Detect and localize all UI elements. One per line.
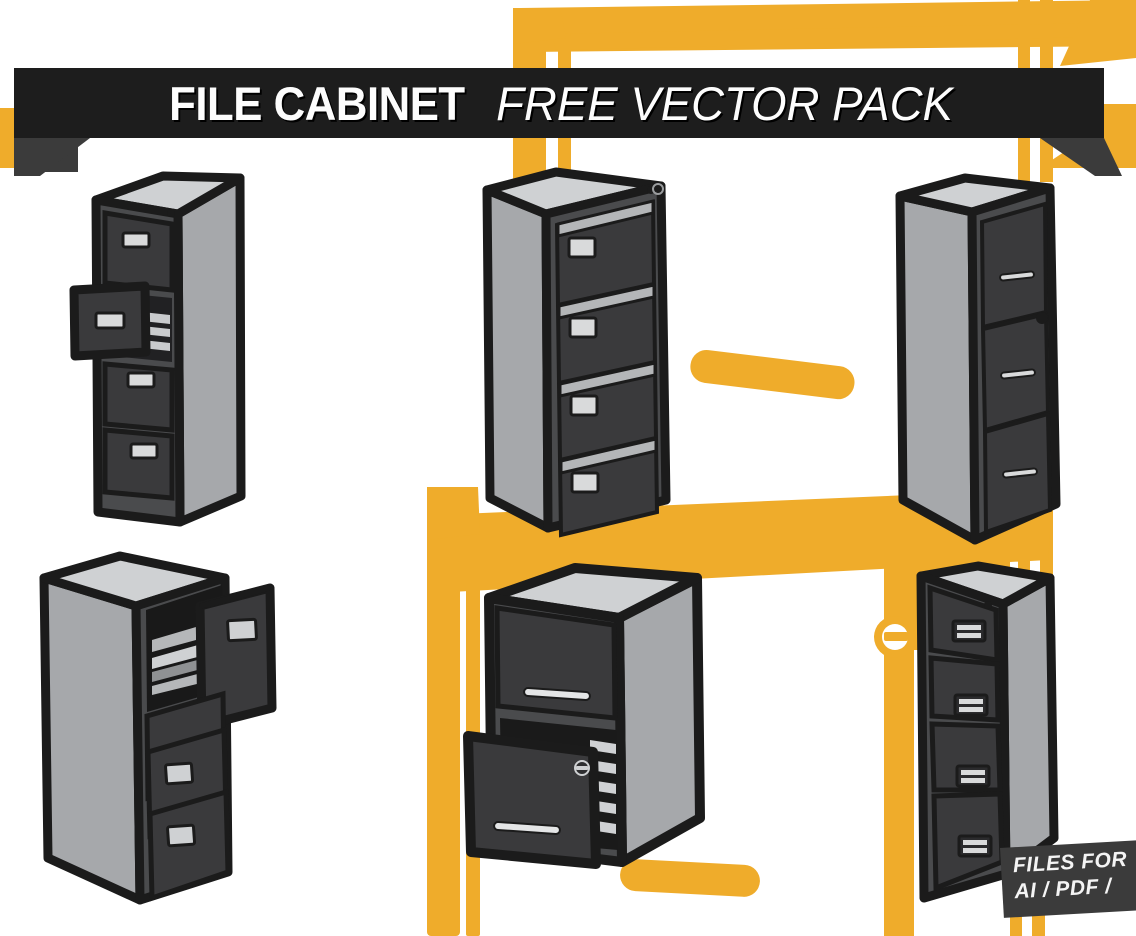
drawer-handle-plate xyxy=(957,834,993,858)
drawer-label-plate xyxy=(121,231,151,249)
banner-fold-right-shape xyxy=(1040,138,1122,176)
drawer-label-plate xyxy=(226,617,258,643)
drawer-4[interactable] xyxy=(102,427,175,501)
orange-frame-top-thin xyxy=(552,22,1136,50)
drawer-2-open[interactable] xyxy=(69,281,172,362)
orange-corner-lowerleft xyxy=(427,487,480,540)
drawer-label-plate xyxy=(126,371,156,389)
file-folders xyxy=(152,627,196,652)
drawer-1[interactable] xyxy=(927,584,1000,663)
drawer-handle-bar xyxy=(558,361,657,398)
drawer-4[interactable] xyxy=(147,788,231,902)
drawer-label-plate xyxy=(567,236,597,259)
drawer-handle-pill xyxy=(493,820,561,836)
orange-vertical-left-long xyxy=(427,487,460,936)
drawer-handle-pill xyxy=(1000,368,1036,380)
cabinet-bottom-center[interactable] xyxy=(463,563,705,869)
drawer-label-plate xyxy=(568,316,598,339)
cabinet-lock-ring xyxy=(652,183,664,195)
orange-pill-lower xyxy=(620,859,760,897)
drawer-3[interactable] xyxy=(929,721,1003,793)
drawer-label-plate xyxy=(569,394,599,417)
drawer-label-plate xyxy=(129,442,159,460)
cabinet-lock xyxy=(1036,312,1048,324)
banner-title-wrap: FILE CABINET FREE VECTOR PACK xyxy=(14,68,1104,138)
drawer-1[interactable] xyxy=(494,605,618,721)
cabinet-top-left[interactable] xyxy=(69,171,246,527)
drawer-3[interactable] xyxy=(102,361,175,433)
cabinet-bottom-left[interactable] xyxy=(39,551,277,905)
drawer-4[interactable] xyxy=(557,437,660,538)
cabinet-top-center[interactable] xyxy=(482,167,671,538)
drawer-handle-bar xyxy=(557,283,656,320)
orange-pill-upper xyxy=(690,349,855,400)
files-format-tag: FILES FOR AI / PDF / xyxy=(1000,836,1136,918)
page-title-bold: FILE CABINET xyxy=(168,76,465,130)
drawer-3[interactable] xyxy=(982,411,1053,535)
drawer-handle-plate xyxy=(951,619,987,643)
files-format-text: FILES FOR AI / PDF / xyxy=(1012,847,1129,905)
orange-frame-corner-topleft xyxy=(513,8,566,44)
files-format-line-2: AI / PDF / xyxy=(1013,874,1113,904)
drawer-1[interactable] xyxy=(102,210,175,293)
open-drawer-body xyxy=(463,731,601,869)
banner-fold-left-shape xyxy=(14,138,90,176)
drawer-handle-pill xyxy=(999,270,1035,282)
drawer-label-plate xyxy=(570,471,600,494)
drawer-handle-bar xyxy=(556,199,655,238)
cabinet-lock xyxy=(984,601,992,609)
drawer-handle-pill xyxy=(1002,467,1038,479)
drawer-label-plate xyxy=(164,761,195,786)
orange-diagonal-topright xyxy=(1060,0,1136,66)
drawer-2[interactable] xyxy=(928,655,1001,723)
title-banner: FILE CABINET FREE VECTOR PACK xyxy=(0,68,1136,138)
drawer-handle-bar xyxy=(559,437,658,475)
cabinet-lock xyxy=(167,209,175,217)
cabinet-top-right[interactable] xyxy=(895,173,1061,545)
page-title-italic: FREE VECTOR PACK xyxy=(496,76,954,130)
drawer-label-plate xyxy=(166,823,197,848)
banner-band: FILE CABINET FREE VECTOR PACK xyxy=(14,68,1104,138)
keyhole-icon xyxy=(874,616,916,658)
drawer-label-plate xyxy=(94,311,126,330)
drawer-2-open[interactable] xyxy=(463,718,618,869)
open-drawer-top xyxy=(199,585,271,609)
drawer-handle-pill xyxy=(523,686,591,702)
drawer-1-open[interactable] xyxy=(146,583,277,731)
drawer-handle-plate xyxy=(955,764,991,788)
drawer-handle-plate xyxy=(953,693,989,717)
